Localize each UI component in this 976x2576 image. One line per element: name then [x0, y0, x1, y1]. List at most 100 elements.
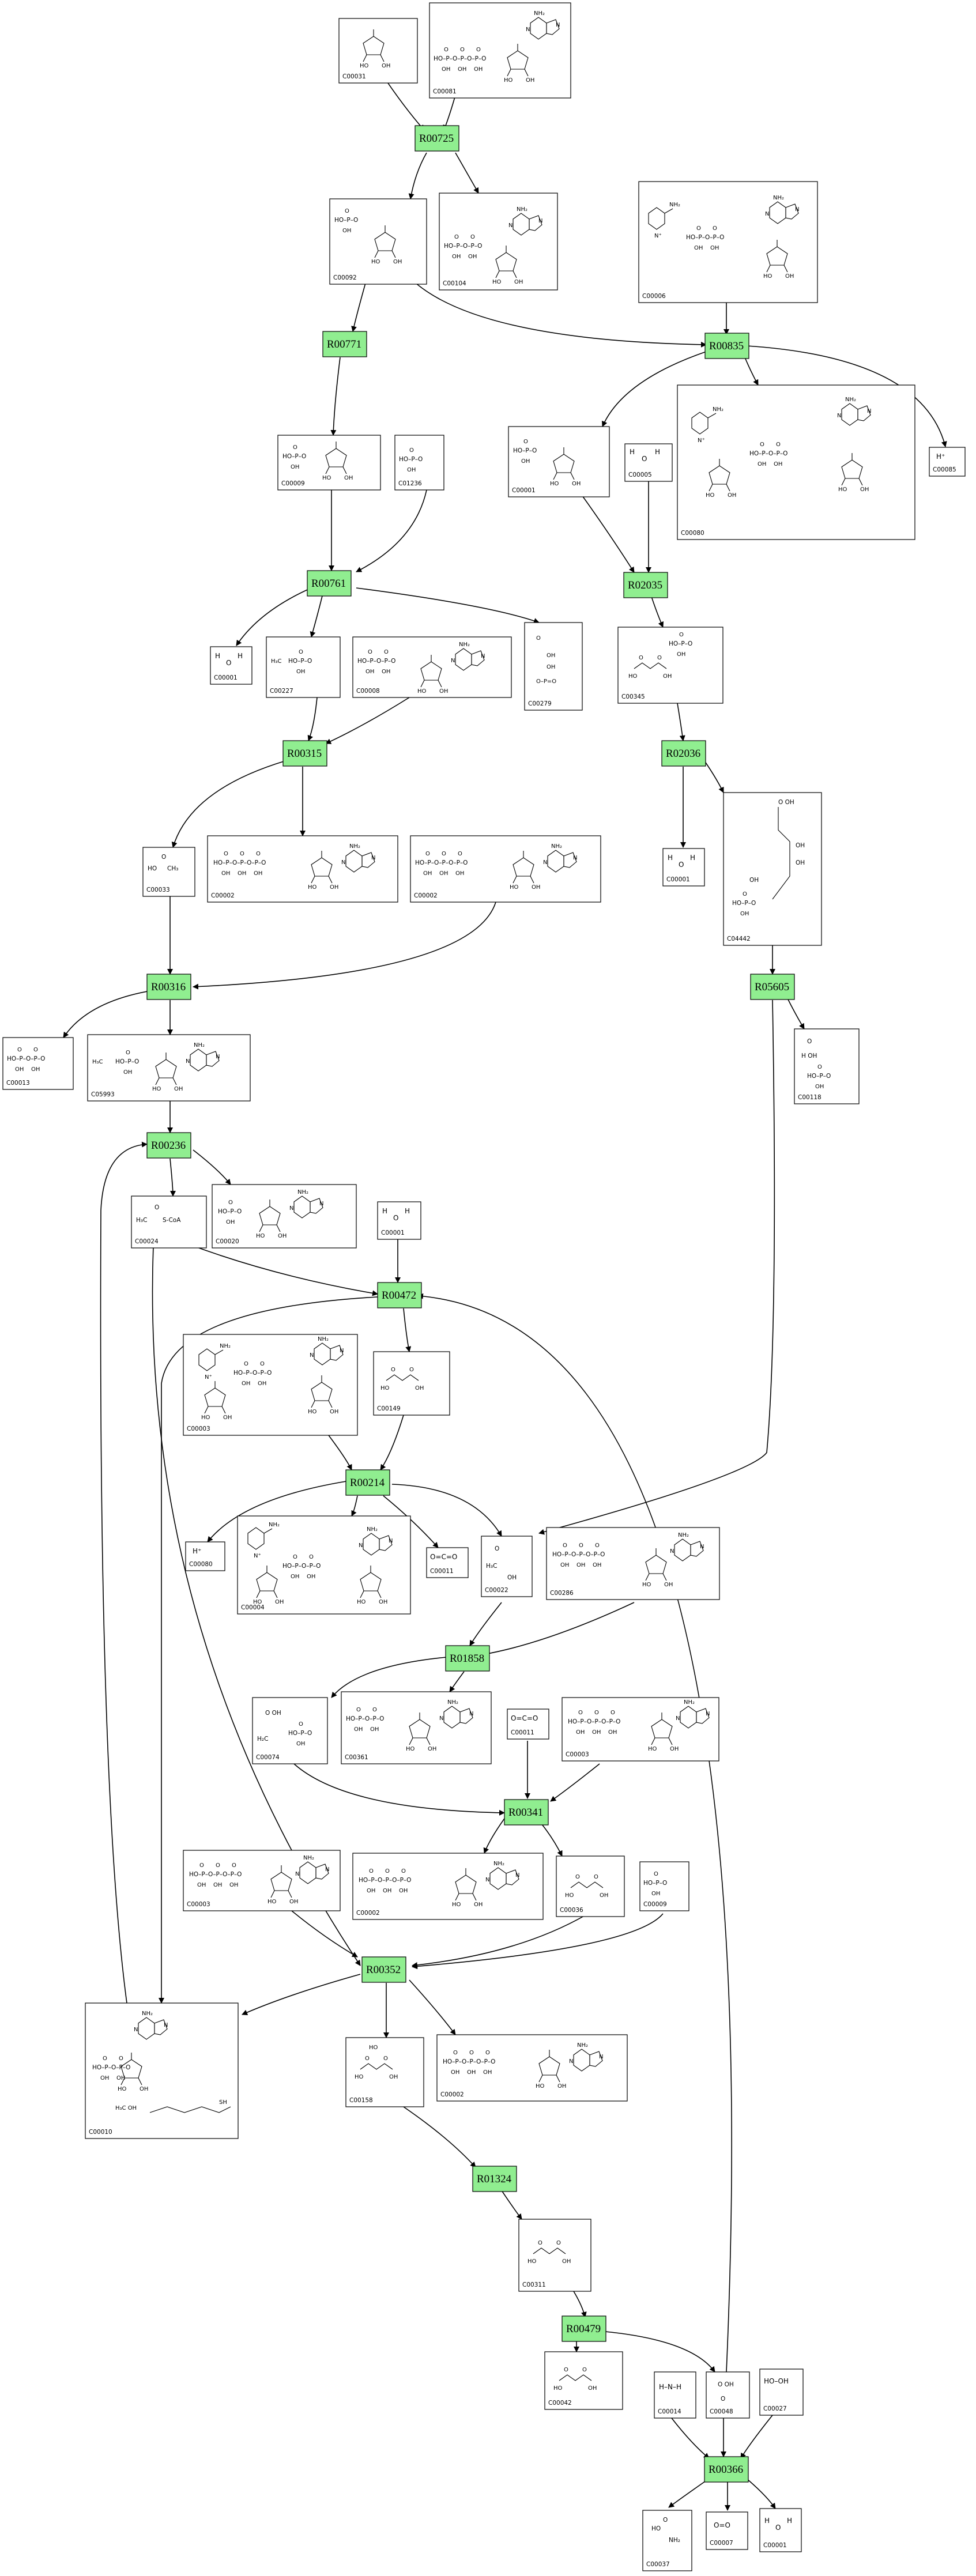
edge	[236, 587, 312, 646]
compound-node[interactable]: C00002	[207, 835, 398, 903]
compound-node[interactable]: C01236	[394, 435, 444, 491]
compound-node[interactable]: C00009	[639, 1861, 689, 1911]
compound-node[interactable]: C00004	[237, 1515, 411, 1615]
compound-node[interactable]: C00008	[352, 636, 512, 698]
compound-id: C00037	[646, 2561, 670, 2568]
compound-node[interactable]: C00081	[429, 2, 571, 99]
svg-text:H₃C: H₃C	[92, 1059, 103, 1065]
compound-id: C00279	[528, 700, 552, 707]
edge	[550, 1763, 600, 1802]
edge	[449, 1671, 465, 1692]
reaction-node[interactable]: R01858	[445, 1645, 490, 1672]
water-h-label: H	[382, 1207, 387, 1215]
compound-node[interactable]: O OH O C00048	[706, 2371, 750, 2419]
compound-node[interactable]: C00003	[183, 1334, 358, 1436]
compound-node[interactable]: C00311	[518, 2219, 591, 2292]
edge	[307, 697, 318, 741]
compound-id: C00024	[135, 1238, 159, 1245]
compound-node[interactable]: O=C=O C00011	[426, 1547, 469, 1578]
compound-id: C00048	[710, 2408, 733, 2415]
compound-node[interactable]: H O H C00001	[210, 646, 253, 685]
compound-node[interactable]: C00080	[677, 384, 915, 540]
compound-node[interactable]: H⁺ C00085	[929, 447, 966, 477]
reaction-node[interactable]: R00214	[345, 1469, 390, 1496]
reaction-label: R00835	[709, 340, 744, 352]
reaction-node[interactable]: R01324	[472, 2166, 517, 2192]
compound-node[interactable]: O OH OH OH OH C04442	[723, 792, 822, 946]
compound-node[interactable]: C00006	[638, 181, 818, 303]
compound-node[interactable]: H O H C00001	[377, 1201, 421, 1240]
compound-id: C00042	[548, 2400, 572, 2407]
reaction-node[interactable]: R00761	[307, 570, 352, 597]
compound-node[interactable]: H O H C00005	[624, 443, 673, 482]
reaction-node[interactable]: R02036	[661, 740, 706, 767]
compound-node[interactable]: C00020	[212, 1184, 357, 1249]
compound-node[interactable]: H₃C S-CoA O C00024	[131, 1195, 207, 1249]
svg-text:HO: HO	[651, 2525, 661, 2532]
reaction-node[interactable]: R00316	[146, 974, 191, 1000]
compound-node[interactable]: H₃C C05993	[87, 1034, 251, 1102]
reaction-node[interactable]: R00479	[562, 2315, 606, 2342]
compound-node[interactable]: C00003	[183, 1850, 341, 1911]
compound-node[interactable]: C00002	[352, 1853, 544, 1920]
compound-node[interactable]: H–N–H C00014	[654, 2371, 696, 2419]
compound-node[interactable]: C00104	[439, 193, 558, 291]
compound-node[interactable]: C00013	[2, 1037, 74, 1090]
reaction-node[interactable]: R00366	[704, 2456, 749, 2483]
compound-node[interactable]: C00149	[373, 1351, 450, 1416]
svg-text:HO: HO	[369, 2045, 378, 2051]
compound-node[interactable]: HO–OH C00027	[759, 2368, 804, 2416]
edge	[242, 1974, 361, 2015]
reaction-node[interactable]: R00236	[146, 1132, 191, 1159]
compound-node[interactable]: C00286	[546, 1527, 720, 1600]
svg-text:H₂C: H₂C	[257, 1736, 268, 1743]
reaction-node[interactable]: R05605	[750, 974, 795, 1000]
compound-node[interactable]: C00345	[617, 627, 723, 704]
reaction-node[interactable]: R00835	[704, 333, 749, 359]
compound-node[interactable]: O OH OH O–P=O C00279	[524, 622, 583, 711]
reaction-node[interactable]: R00725	[414, 125, 459, 152]
edge	[582, 495, 635, 573]
compound-node[interactable]: C00002	[436, 2034, 628, 2102]
edge	[351, 1495, 358, 1517]
edge	[403, 270, 707, 348]
compound-node[interactable]: C00003	[562, 1697, 719, 1762]
edge	[403, 2106, 476, 2168]
compound-node[interactable]: HO CH₃ O C00033	[142, 847, 195, 897]
compound-node[interactable]: O H₃C OH C00022	[481, 1536, 533, 1597]
edge	[484, 1602, 635, 1657]
compound-node[interactable]: H O H C00001	[759, 2508, 802, 2552]
co2-label: O=C=O	[430, 1553, 457, 1561]
compound-node[interactable]: HO C00158	[345, 2037, 424, 2107]
compound-node[interactable]: H₃C C00227	[266, 636, 341, 698]
compound-node[interactable]: H O H C00001	[662, 848, 705, 887]
compound-node[interactable]: HO O NH₂ C00037	[642, 2510, 692, 2571]
edge	[651, 596, 664, 628]
compound-node[interactable]: O=O C00007	[706, 2511, 748, 2550]
reaction-node[interactable]: R00771	[322, 331, 367, 357]
compound-node[interactable]: O H OH C00118	[794, 1028, 860, 1104]
compound-node[interactable]: C00042	[544, 2351, 623, 2410]
reaction-label: R00315	[287, 748, 322, 760]
compound-id: C00036	[560, 1907, 583, 1914]
compound-node[interactable]: H₃C OH SH C00010	[85, 2002, 239, 2139]
compound-node[interactable]: C00031	[338, 18, 418, 84]
compound-node[interactable]: C00092	[329, 198, 427, 285]
compound-node[interactable]: C00036	[556, 1855, 625, 1917]
compound-node[interactable]: H⁺ C00080	[185, 1541, 225, 1571]
compound-id: C00011	[511, 1729, 534, 1736]
reaction-node[interactable]: R00315	[282, 740, 327, 767]
compound-node[interactable]: C00001	[508, 426, 610, 497]
edge	[573, 2291, 587, 2318]
reaction-node[interactable]: R00472	[377, 1282, 422, 1308]
edge	[293, 1763, 505, 1816]
compound-node[interactable]: C00009	[277, 435, 381, 491]
compound-node[interactable]: C00002	[410, 835, 601, 903]
compound-node[interactable]: O OH H₂C C00074	[252, 1697, 328, 1764]
compound-id: C00001	[666, 876, 690, 883]
reaction-node[interactable]: R00341	[504, 1799, 549, 1826]
reaction-node[interactable]: R00352	[361, 1956, 406, 1983]
reaction-node[interactable]: R02035	[623, 572, 668, 598]
compound-node[interactable]: C00361	[341, 1691, 492, 1764]
compound-node[interactable]: O=C=O C00011	[507, 1708, 549, 1740]
